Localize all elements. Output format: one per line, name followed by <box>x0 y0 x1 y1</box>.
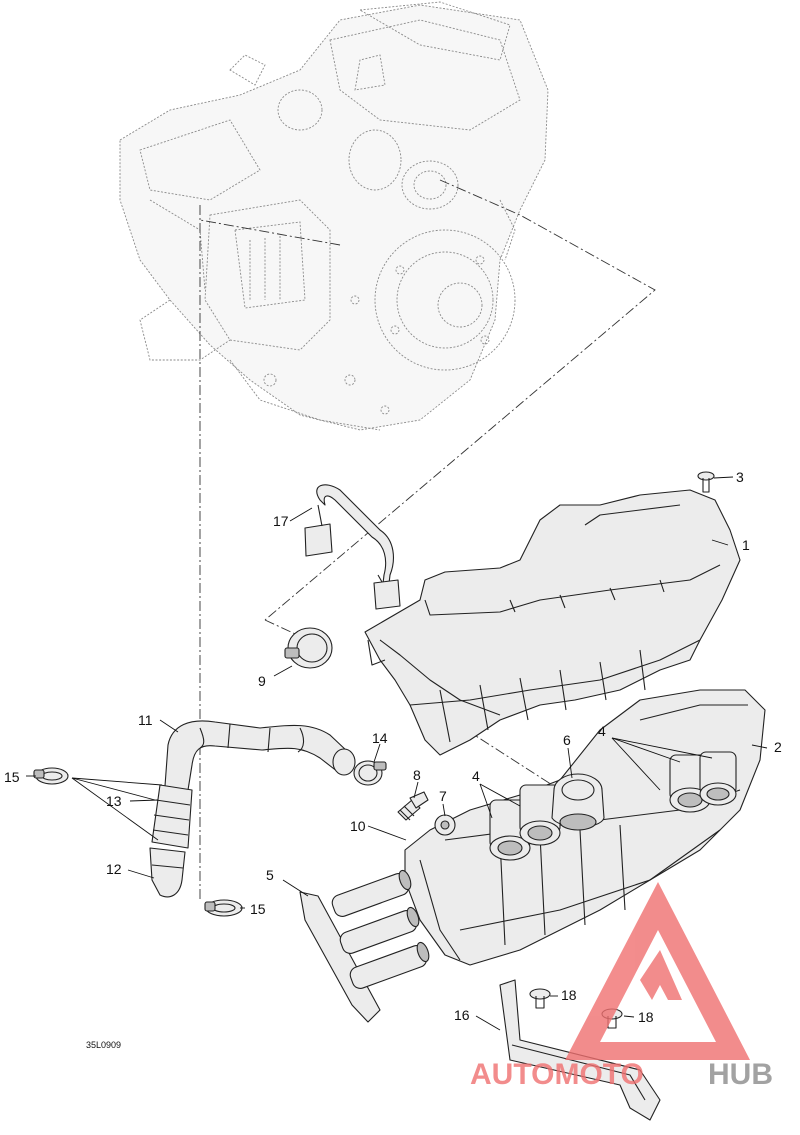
callout-3: 3 <box>736 469 744 485</box>
part-5-velocity-stacks <box>299 869 430 1023</box>
callout-4-left: 4 <box>472 768 480 784</box>
part-13-hose-section <box>151 784 193 849</box>
part-12-elbow <box>149 847 186 898</box>
watermark-triangle <box>565 882 750 1060</box>
callout-9: 9 <box>258 673 266 689</box>
callout-8: 8 <box>413 767 421 783</box>
callout-10: 10 <box>350 818 366 834</box>
callout-15-left: 15 <box>4 769 20 785</box>
part-9-clamp <box>284 627 333 669</box>
part-16-bracket <box>499 979 661 1121</box>
callout-17: 17 <box>273 513 289 529</box>
part-18-bolt-a <box>529 988 551 1009</box>
watermark-inner-mark <box>640 950 682 1000</box>
part-17-strap <box>304 484 401 610</box>
callout-1: 1 <box>742 537 750 553</box>
watermark-text-secondary: HUB <box>708 1058 773 1091</box>
callout-12: 12 <box>106 861 122 877</box>
part-11-hose <box>164 720 356 791</box>
callout-6: 6 <box>563 732 571 748</box>
callout-5: 5 <box>266 867 274 883</box>
drawing-code: 35L0909 <box>86 1040 121 1050</box>
callout-18-upper: 18 <box>561 987 577 1003</box>
callout-2: 2 <box>774 739 782 755</box>
callout-18-lower: 18 <box>638 1009 654 1025</box>
watermark-text-primary: AUTOMOTO <box>470 1058 644 1091</box>
part-8-fitting <box>397 791 429 821</box>
part-1-upper-cover <box>364 489 741 756</box>
part-7-grommet <box>434 814 456 836</box>
part-15-clamp-left <box>33 767 69 785</box>
leader-lines <box>26 476 768 1031</box>
callout-15-right: 15 <box>250 901 266 917</box>
callout-13: 13 <box>106 793 122 809</box>
callout-7: 7 <box>439 788 447 804</box>
part-15-clamp-right <box>204 899 243 917</box>
callout-4-right: 4 <box>598 723 606 739</box>
callout-11: 11 <box>138 712 153 728</box>
engine-ghost-illustration <box>119 1 549 431</box>
part-3-screw <box>697 471 715 493</box>
part-14-clamp <box>353 760 387 786</box>
callout-14: 14 <box>372 730 388 746</box>
callout-16: 16 <box>454 1007 470 1023</box>
part-6-boot <box>551 773 605 831</box>
callout-labels: 1 2 3 4 4 5 6 7 8 9 10 11 12 13 14 15 15… <box>4 469 782 1050</box>
watermark-logo: AUTOMOTO HUB <box>470 882 773 1091</box>
